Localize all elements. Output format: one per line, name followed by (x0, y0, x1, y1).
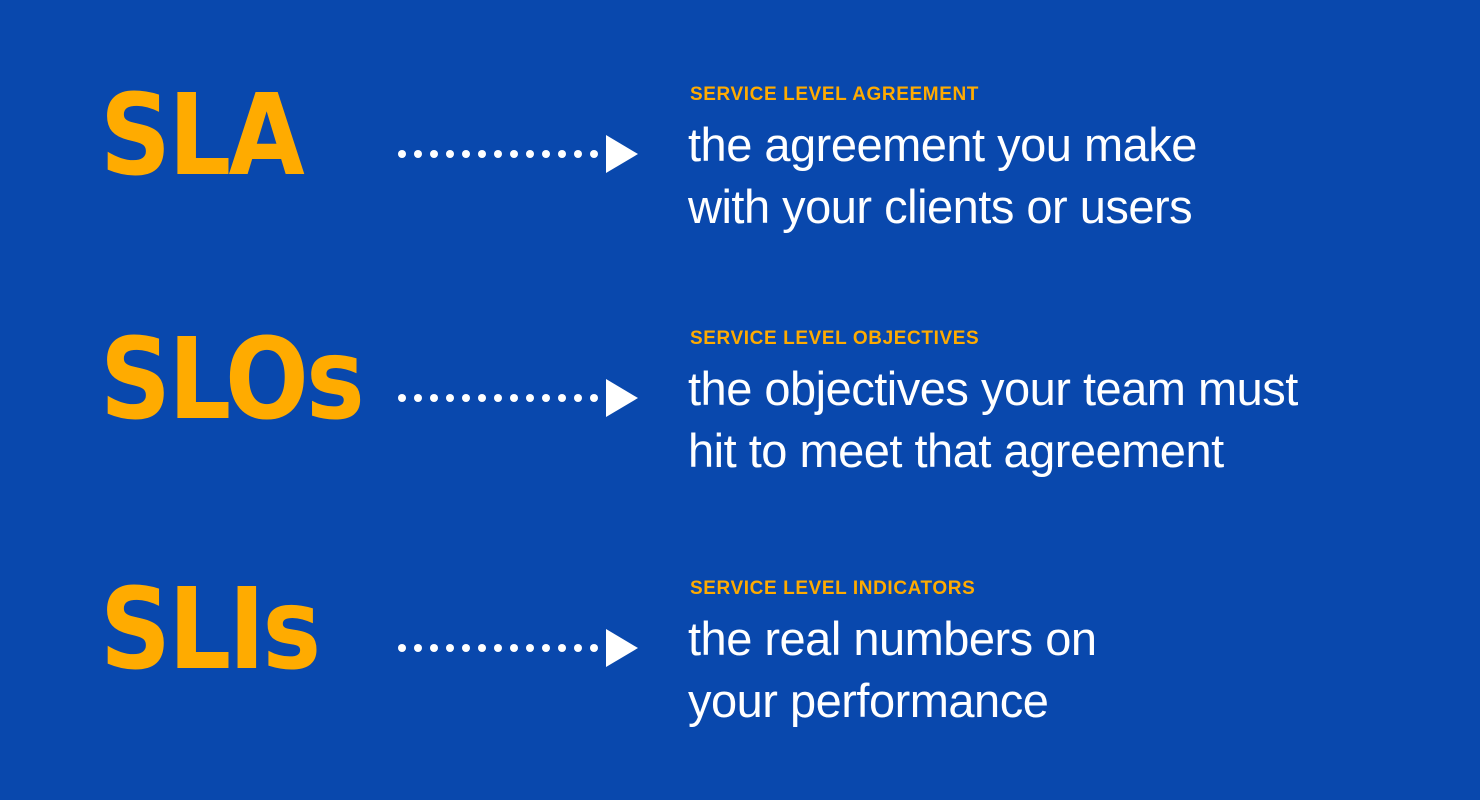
definition-line: the agreement you make (688, 118, 1197, 171)
term-label-sla: SERVICE LEVEL AGREEMENT (690, 84, 980, 105)
dotted-arrow-icon (398, 379, 638, 417)
dotted-arrow-icon (398, 629, 638, 667)
definition-sla: the agreement you make with your clients… (688, 114, 1197, 238)
definition-slos: the objectives your team must hit to mee… (688, 358, 1298, 482)
definition-slis: the real numbers on your performance (688, 608, 1097, 732)
definition-line: the real numbers on (688, 612, 1097, 665)
acronym-slis: SLIs (100, 565, 321, 695)
term-label-slos: SERVICE LEVEL OBJECTIVES (690, 328, 980, 349)
definition-line: with your clients or users (688, 180, 1193, 233)
row-sla: SLA SERVICE LEVEL AGREEMENT the agreemen… (0, 78, 1480, 323)
row-slis: SLIs SERVICE LEVEL INDICATORS the real n… (0, 572, 1480, 800)
definition-line: the objectives your team must (688, 362, 1298, 415)
acronym-slos: SLOs (100, 315, 365, 445)
acronym-sla: SLA (100, 71, 305, 201)
dotted-arrow-icon (398, 135, 638, 173)
term-label-slis: SERVICE LEVEL INDICATORS (690, 578, 976, 599)
row-slos: SLOs SERVICE LEVEL OBJECTIVES the object… (0, 322, 1480, 567)
definition-line: hit to meet that agreement (688, 424, 1224, 477)
definition-line: your performance (688, 674, 1049, 727)
